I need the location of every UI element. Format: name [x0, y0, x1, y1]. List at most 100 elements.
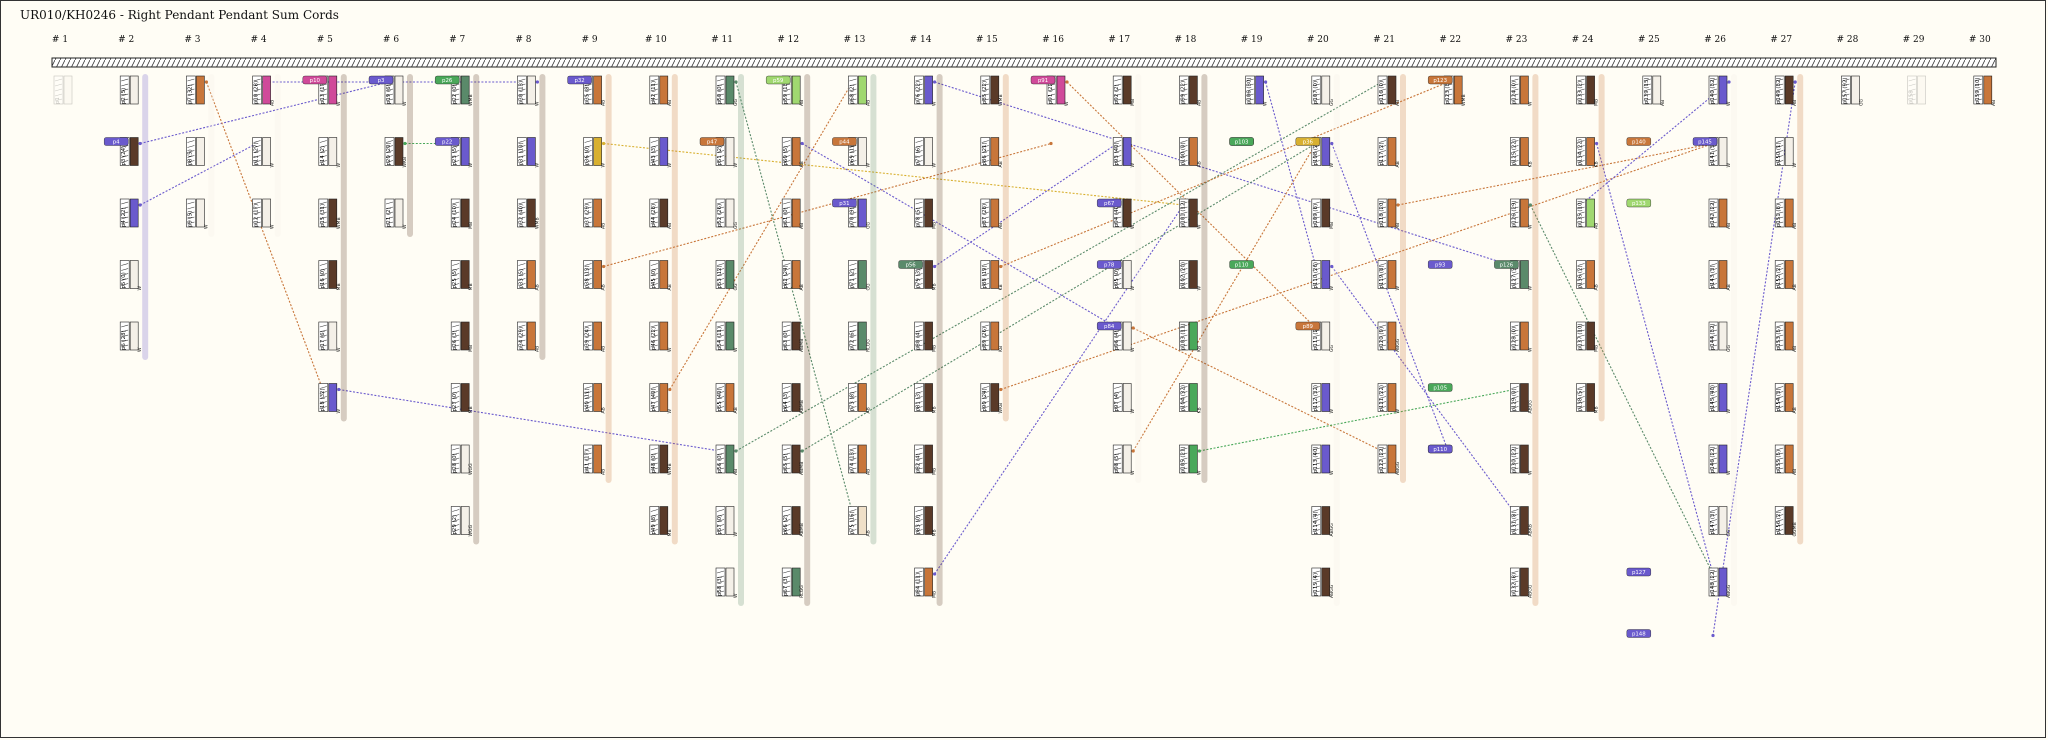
pendant-cord[interactable]: p151 (8)AB: [1774, 198, 1798, 229]
pendant-cord[interactable]: p57 (0)W: [715, 506, 739, 537]
pendant-cord[interactable]: p17 (6)W: [318, 321, 342, 352]
pendant-cord[interactable]: p123 (32)WMB: [1443, 75, 1467, 106]
pendant-cord[interactable]: p88 (19)KB: [980, 260, 1004, 291]
pendant-cord[interactable]: p93 (40)W: [1112, 137, 1136, 168]
subsidiary-tag[interactable]: p26: [435, 75, 460, 85]
pendant-cord[interactable]: p131 (8)ABKB: [1510, 506, 1533, 537]
pendant-cord[interactable]: p152 (2)AB: [1774, 260, 1798, 291]
pendant-cord[interactable]: p43 (3)W: [649, 137, 673, 168]
pendant-cord[interactable]: p41 (17)AB: [583, 444, 607, 475]
pendant-cord[interactable]: p65 (5)ABMB: [781, 444, 805, 475]
subsidiary-tag[interactable]: p133: [1626, 198, 1652, 208]
pendant-cord[interactable]: p62 (24)AB: [781, 260, 805, 291]
pendant-cord[interactable]: p139 (15)AB: [1642, 75, 1666, 106]
pendant-cord[interactable]: p135 (10)AB: [1576, 198, 1600, 229]
pendant-cord[interactable]: p61 (0)AB: [781, 198, 805, 229]
pendant-cord[interactable]: p31 (10)W: [517, 137, 540, 168]
subsidiary-tag[interactable]: p4: [103, 137, 129, 146]
subsidiary-tag[interactable]: p91: [1030, 75, 1056, 85]
pendant-cord[interactable]: p4 (22): [119, 198, 139, 228]
pendant-cord[interactable]: p36 (0)W: [583, 137, 607, 168]
pendant-cord[interactable]: p101 (12)W: [1179, 198, 1202, 229]
pendant-cord[interactable]: p2 (5): [119, 75, 139, 105]
pendant-cord[interactable]: p67 (3)RLGG: [781, 567, 805, 598]
pendant-cord[interactable]: p112 (32)W: [1311, 383, 1335, 414]
pendant-cord[interactable]: p25 (5)MB: [450, 260, 474, 291]
pendant-cord[interactable]: p136 (2)AB: [1576, 260, 1600, 291]
subsidiary-tag[interactable]: p56: [898, 260, 923, 269]
pendant-cord[interactable]: p5 (0)W: [119, 260, 143, 291]
subsidiary-tag[interactable]: p10: [302, 75, 327, 85]
pendant-cord[interactable]: p124 (0)W: [1510, 75, 1533, 106]
pendant-cord[interactable]: p142 (22)AB: [1708, 198, 1732, 229]
pendant-cord[interactable]: p145 (40)W: [1708, 383, 1732, 414]
pendant-cord[interactable]: p122 (22)ABGG: [1377, 444, 1401, 475]
pendant-cord[interactable]: p111 (2)GG: [1311, 321, 1335, 352]
pendant-cord[interactable]: p125 (22)KB: [1510, 137, 1533, 168]
pendant-cord[interactable]: p159 (10)AB: [1973, 75, 1997, 106]
subsidiary-tag[interactable]: p110: [1427, 444, 1453, 454]
pendant-cord[interactable]: p12 (17)W: [252, 198, 276, 229]
pendant-cord[interactable]: p82 (4)MB: [914, 444, 938, 475]
pendant-cord[interactable]: p116 (0)AB: [1377, 75, 1401, 106]
pendant-cord[interactable]: p20 (20)WKB: [384, 137, 408, 168]
subsidiary-tag[interactable]: p36: [1295, 137, 1321, 146]
pendant-cord[interactable]: p156 (2)GGMB: [1774, 506, 1798, 537]
pendant-cord[interactable]: p140 (32)W: [1708, 75, 1732, 106]
pendant-cord[interactable]: p119 (8)W: [1377, 260, 1401, 291]
subsidiary-tag[interactable]: p148: [1626, 629, 1652, 638]
pendant-cord[interactable]: p148 (22)ABGG: [1708, 567, 1732, 598]
subsidiary-tag[interactable]: p140: [1626, 137, 1652, 146]
pendant-cord[interactable]: p32 (40)WMB: [517, 198, 540, 229]
pendant-cord[interactable]: p157 (92)GG: [1841, 75, 1864, 106]
pendant-cord[interactable]: p150 (1)W: [1774, 137, 1798, 168]
pendant-cord[interactable]: p18 (32)W: [318, 383, 342, 414]
pendant-cord[interactable]: p155 (5)AB: [1774, 444, 1798, 475]
pendant-cord[interactable]: p105 (21)W: [1179, 444, 1202, 475]
pendant-cord[interactable]: p55 (40)AB: [715, 383, 739, 414]
subsidiary-tag[interactable]: p59: [766, 75, 791, 85]
pendant-cord[interactable]: p86 (21)AB: [980, 137, 1004, 168]
pendant-cord[interactable]: p75 (16)AB: [848, 506, 871, 537]
subsidiary-tag[interactable]: p93: [1427, 260, 1453, 269]
pendant-cord[interactable]: p35 (8)AB: [583, 75, 607, 106]
pendant-cord[interactable]: p149 (32)AB: [1774, 75, 1798, 106]
pendant-cord[interactable]: p90 (24)WKB: [980, 383, 1004, 414]
pendant-cord[interactable]: p50 (0)GG: [715, 75, 739, 106]
pendant-cord[interactable]: p66 (2)ABMB: [781, 506, 805, 537]
subsidiary-tag[interactable]: p84: [1096, 321, 1122, 331]
pendant-cord[interactable]: p34 (29)AB: [517, 321, 540, 352]
pendant-cord[interactable]: p80 (4)MB: [914, 321, 938, 352]
subsidiary-tag[interactable]: p3: [368, 75, 394, 85]
pendant-cord[interactable]: p120 (9)ABGG: [1377, 321, 1401, 352]
pendant-cord[interactable]: p68 (2)AB: [848, 75, 871, 106]
pendant-cord[interactable]: p137 (10)MB: [1576, 321, 1600, 352]
pendant-cord[interactable]: p45 (0)AB: [649, 260, 673, 291]
pendant-cord[interactable]: p9 (5)W: [186, 198, 209, 229]
pendant-cord[interactable]: p104 (32)KB: [1179, 383, 1202, 414]
pendant-cord[interactable]: p78 (5)MB: [914, 198, 938, 229]
subsidiary-tag[interactable]: p22: [435, 137, 460, 146]
pendant-cord[interactable]: p153 (5)AB: [1774, 321, 1798, 352]
pendant-cord[interactable]: p49 (8)MB: [649, 506, 673, 537]
pendant-cord[interactable]: p85 (22)WMB: [980, 75, 1004, 106]
pendant-cord[interactable]: p113 (40)W: [1311, 444, 1335, 475]
pendant-cord[interactable]: p11 (27)W: [252, 137, 276, 168]
pendant-cord[interactable]: p29 (2)WGG: [450, 506, 474, 537]
pendant-cord[interactable]: p58 (3)W: [715, 567, 739, 598]
pendant-cord[interactable]: p134 (22)KB: [1576, 137, 1600, 168]
pendant-cord[interactable]: p38 (13)AB: [583, 260, 607, 291]
pendant-cord[interactable]: p52 (26)GG: [715, 198, 739, 229]
pendant-cord[interactable]: p103 (11)KB: [1179, 321, 1202, 352]
pendant-cord[interactable]: p7 (32): [186, 75, 205, 105]
pendant-cord[interactable]: p87 (28)AB: [980, 198, 1004, 229]
pendant-cord[interactable]: p146 (22)W: [1708, 444, 1732, 475]
pendant-cord[interactable]: p154 (3)AB: [1774, 383, 1798, 414]
subsidiary-tag[interactable]: p47: [699, 137, 725, 146]
pendant-cord[interactable]: p77 (6)W: [914, 137, 938, 168]
pendant-cord[interactable]: p121 (22)W: [1377, 383, 1401, 414]
pendant-cord[interactable]: p126 (29)W: [1510, 198, 1533, 229]
subsidiary-tag[interactable]: p32: [567, 75, 592, 85]
pendant-cord[interactable]: p40 (11)AB: [583, 383, 607, 414]
pendant-cord[interactable]: p33 (5)AB: [517, 260, 540, 291]
